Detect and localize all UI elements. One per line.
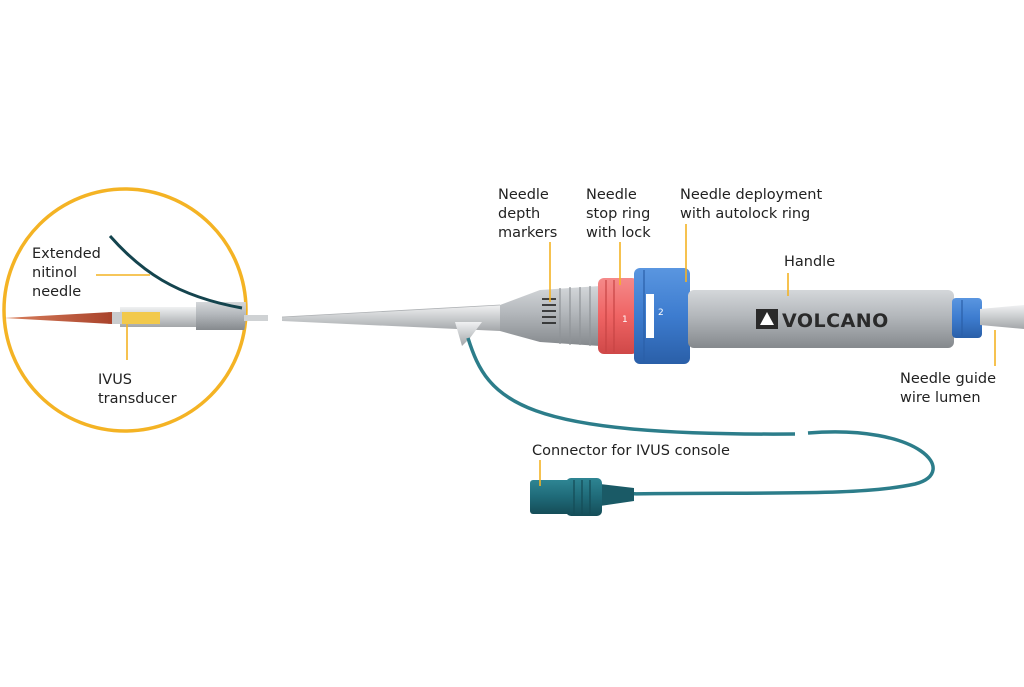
side-port	[455, 322, 482, 346]
magnified-tip-inset	[2, 187, 248, 433]
label-line: depth	[498, 206, 541, 222]
label-line: stop ring	[586, 206, 651, 222]
needle-deployment-ring: 2	[634, 268, 690, 364]
handle-body: VOLCANO	[688, 290, 954, 348]
label-line: nitinol	[32, 265, 78, 281]
label-line: needle	[32, 284, 82, 300]
label-line: with autolock ring	[680, 206, 811, 222]
inset-ivus-transducer	[122, 312, 160, 324]
label-connector-for-ivus-console: Connector for IVUS console	[532, 442, 730, 461]
label-line: transducer	[98, 391, 177, 407]
label-line: Needle guide	[900, 371, 996, 387]
inset-nitinol-needle	[108, 235, 243, 310]
label-handle: Handle	[784, 253, 835, 272]
needle-guide-wire-lumen	[980, 305, 1024, 329]
label-line: Extended	[32, 246, 101, 262]
catheter-shaft	[281, 304, 501, 331]
label-needle-guide-wire-lumen: Needle guide wire lumen	[900, 370, 996, 408]
label-line: Needle deployment	[680, 187, 823, 203]
cable-lower	[619, 430, 935, 496]
label-needle-deployment-ring: Needle deployment with autolock ring	[680, 186, 822, 224]
shaft-taper	[282, 305, 500, 331]
label-extended-nitinol-needle: Extended nitinol needle	[32, 245, 101, 302]
label-needle-depth-markers: Needle depth markers	[498, 186, 557, 243]
catheter-tip-fragment	[244, 315, 268, 321]
label-line: wire lumen	[900, 390, 981, 406]
autolock-window	[646, 294, 654, 338]
deployment-ring-number: 2	[658, 308, 664, 318]
label-line: markers	[498, 225, 558, 241]
handle-end-cap	[952, 298, 982, 338]
label-line: Needle	[586, 187, 637, 203]
stop-ring-number: 1	[622, 315, 628, 325]
needle-stop-ring: 1	[598, 278, 638, 354]
label-line: Handle	[784, 254, 836, 270]
label-ivus-transducer: IVUS transducer	[98, 371, 177, 409]
label-needle-stop-ring: Needle stop ring with lock	[586, 186, 651, 243]
brand-wordmark: VOLCANO	[782, 310, 889, 332]
label-line: IVUS	[98, 372, 133, 388]
cable-upper	[466, 337, 796, 436]
needle-depth-markers	[542, 298, 556, 324]
leader-lines	[539, 224, 996, 486]
label-line: with lock	[586, 225, 651, 241]
label-line: Needle	[498, 187, 549, 203]
ivus-console-connector	[530, 478, 634, 516]
handle-nose-cone	[500, 286, 600, 346]
inset-needle-cone	[4, 312, 112, 324]
label-line: Connector for IVUS console	[532, 443, 730, 459]
